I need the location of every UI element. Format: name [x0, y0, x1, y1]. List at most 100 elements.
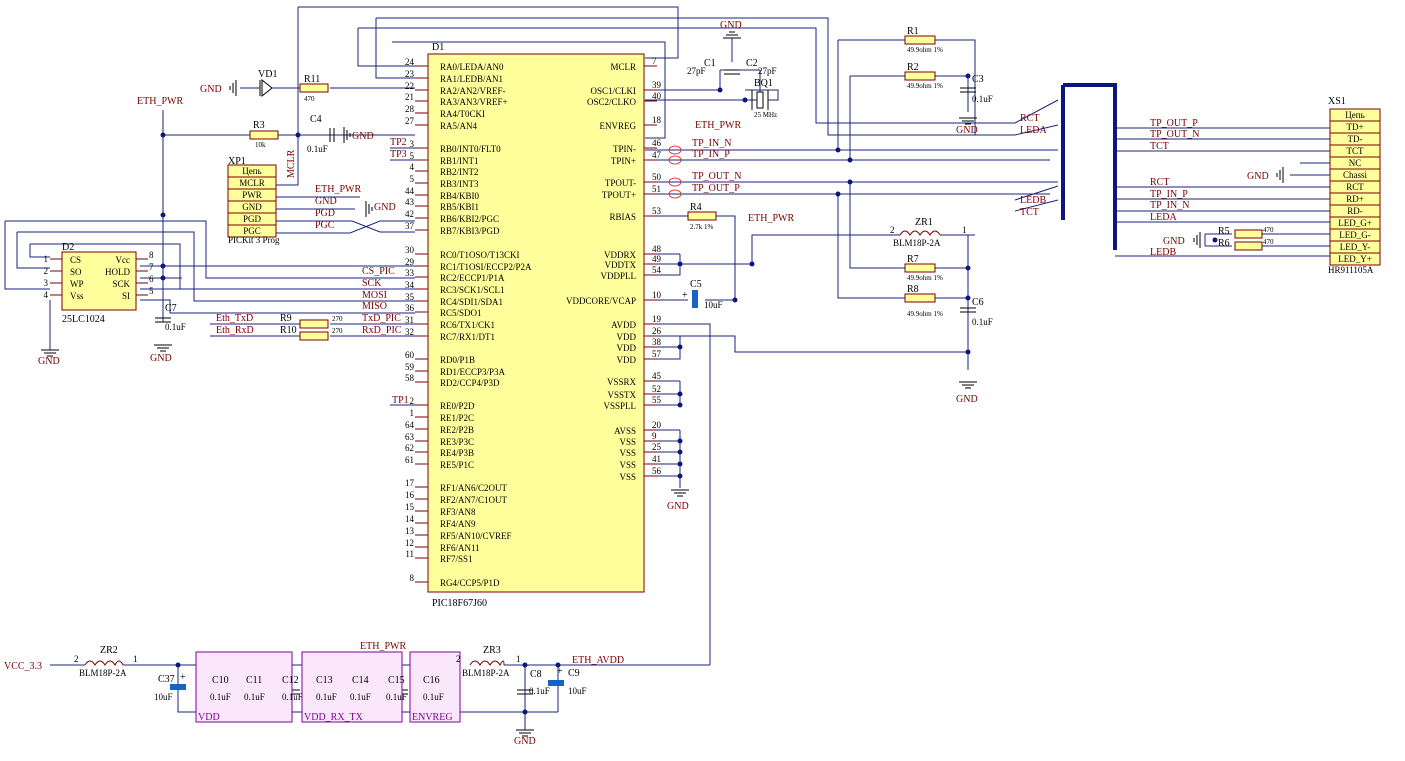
svg-text:470: 470	[1263, 238, 1274, 246]
mcu-left-pin-number: 60	[405, 350, 415, 360]
group-vdd: VDD	[198, 712, 220, 723]
mcu-left-pin-name: RF1/AN6/C2OUT	[440, 483, 508, 493]
mcu-right-pin-number: 48	[652, 244, 662, 254]
rj45-connector[interactable]: XS1 ЦепьTD+TD-TCTNCChassiRCTRD+RD-LED_G+…	[1328, 96, 1381, 275]
mcu-right-pin-name: TPOUT-	[605, 178, 636, 188]
mcu-right-pin-number: 51	[652, 184, 661, 194]
mcu-left-pin-number: 16	[405, 490, 415, 500]
mcu-left-pin-name: RB5/KBI1	[440, 202, 479, 212]
svg-text:0.1uF: 0.1uF	[972, 317, 993, 327]
mcu-left-pin-number: 36	[405, 303, 415, 313]
mcu-left-pin-name: RE4/P3B	[440, 448, 474, 458]
group-envreg: ENVREG	[412, 712, 453, 723]
mcu-left-pin-name: RC3/SCK1/SCL1	[440, 285, 505, 295]
net-gnd-bottom: GND	[514, 736, 536, 747]
mcu-right-pin-number: 19	[652, 314, 662, 324]
mcu-left-pin-name: RC1/T1OSI/ECCP2/P2A	[440, 262, 532, 272]
pickit-pin-cell	[227, 224, 277, 238]
mcu-left-pin-name: RF7/SS1	[440, 554, 473, 564]
mcu-left-pin-name: RE2/P2B	[440, 425, 474, 435]
mcu-right-pin-name: VSSRX	[607, 377, 637, 387]
net-tp-in-n: TP_IN_N	[692, 138, 731, 149]
mcu-left-pin-name: RA0/LEDA/AN0	[440, 62, 504, 72]
mcu-left-pin-name: RF6/AN11	[440, 543, 480, 553]
mcu-left-pin-name: RA1/LEDB/AN1	[440, 74, 503, 84]
eeprom-part: 25LC1024	[62, 314, 105, 325]
mcu-right-pin-number: 50	[652, 172, 662, 182]
resistors	[249, 35, 1263, 341]
net-tp-in-p-2: TP_IN_P	[1150, 189, 1188, 200]
svg-text:BLM18P-2A: BLM18P-2A	[79, 668, 127, 678]
mcu-left-pin-name: RE0/P2D	[440, 401, 475, 411]
svg-text:10uF: 10uF	[704, 300, 723, 310]
mcu-left-pin-number: 29	[405, 257, 415, 267]
mcu-left-pin-number: 13	[405, 526, 415, 536]
svg-text:VD1: VD1	[258, 69, 277, 80]
eeprom-right-pin-number: 8	[149, 250, 154, 260]
svg-text:0.1uF: 0.1uF	[316, 692, 337, 702]
rj45-pin-label: Chassi	[1343, 170, 1368, 180]
mcu-left-pin-name: RB7/KBI3/PGD	[440, 226, 500, 236]
twisted-pair-markers	[668, 145, 682, 199]
net-tp3: TP3	[390, 149, 407, 160]
mcu-left-pin-name: RF4/AN9	[440, 519, 476, 529]
rj45-pin-label: Цепь	[1345, 110, 1364, 120]
net-eth-avdd: ETH_AVDD	[572, 655, 624, 666]
svg-text:C9: C9	[568, 668, 580, 679]
mcu-left-pin-name: RB3/INT3	[440, 179, 479, 189]
svg-text:C37: C37	[158, 674, 175, 685]
svg-text:1: 1	[133, 654, 138, 664]
net-cs-pic: CS_PIC	[362, 266, 395, 277]
mcu-left-pin-number: 27	[405, 116, 415, 126]
mcu-right-pin-name: VSSTX	[607, 390, 636, 400]
mcu-left-pin-number: 5	[410, 174, 415, 184]
mcu-left-pin-number: 61	[405, 455, 414, 465]
net-gnd-c4: GND	[352, 131, 374, 142]
mcu-right-pin-name: OSC1/CLKI	[590, 86, 636, 96]
mcu-left-pin-name: RB6/KBI2/PGC	[440, 214, 499, 224]
svg-text:C11: C11	[246, 675, 262, 686]
pickit-pin-label: Цепь	[242, 166, 261, 176]
svg-text:C3: C3	[972, 74, 984, 85]
net-tct-2: TCT	[1150, 141, 1169, 152]
svg-text:0.1uF: 0.1uF	[972, 94, 993, 104]
svg-text:2: 2	[456, 654, 461, 664]
component-labels: VD1 R11 470 R3 10k C4 0.1uF C7 0.1uF R9 …	[74, 26, 1274, 702]
mcu-left-pin-name: RC4/SDI1/SDA1	[440, 297, 503, 307]
mcu-right-pin-number: 7	[652, 56, 657, 66]
svg-text:C8: C8	[530, 669, 542, 680]
svg-text:C15: C15	[388, 675, 405, 686]
eeprom-right-pin-name: SCK	[112, 279, 130, 289]
svg-text:C14: C14	[352, 675, 369, 686]
mcu-right-pin-name: OSC2/CLKO	[587, 97, 637, 107]
pickit-pin-label: GND	[242, 202, 262, 212]
svg-text:C6: C6	[972, 297, 984, 308]
mcu-right-pin-number: 46	[652, 138, 662, 148]
mcu-left-pin-number: 15	[405, 502, 415, 512]
mcu-left-pin-name: RE3/P3C	[440, 437, 474, 447]
net-eth-pwr-2: ETH_PWR	[315, 184, 361, 195]
net-gnd-d2: GND	[38, 356, 60, 367]
svg-text:R2: R2	[907, 62, 919, 73]
mcu-left-pin-name: RE1/P2C	[440, 413, 474, 423]
svg-text:C12: C12	[282, 675, 299, 686]
mcu-left-pin-name: RD1/ECCP3/P3A	[440, 367, 506, 377]
net-tp2: TP2	[390, 137, 407, 148]
mcu-right-pin-number: 55	[652, 395, 662, 405]
mcu-left-pin-name: RB4/KBI0	[440, 191, 480, 201]
pickit-pin-label: PGC	[243, 226, 261, 236]
mcu-left-pin-number: 3	[410, 139, 415, 149]
svg-text:C4: C4	[310, 114, 322, 125]
eeprom-right-pin-name: SI	[122, 291, 130, 301]
mcu-left-pin-number: 21	[405, 92, 414, 102]
svg-text:0.1uF: 0.1uF	[350, 692, 371, 702]
mcu-right-pin-number: 47	[652, 150, 662, 160]
mcu-left-pin-number: 22	[405, 81, 414, 91]
net-leda-2: LEDA	[1150, 212, 1177, 223]
mcu-left-pin-number: 31	[405, 315, 414, 325]
mcu-left-pin-name: RB0/INT0/FLT0	[440, 144, 501, 154]
